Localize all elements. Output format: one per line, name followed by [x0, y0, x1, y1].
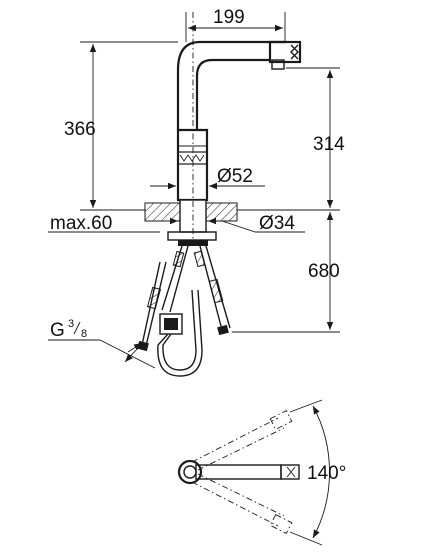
fitting-right [208, 278, 224, 304]
spray-head-buttons [290, 44, 299, 60]
dimension-total-height [80, 41, 178, 211]
lever-ring-knurl [179, 154, 205, 162]
diameter-hole-label: Ø34 [259, 213, 295, 234]
diameter-body-label: Ø52 [217, 166, 253, 187]
height-outlet-label: 314 [313, 134, 345, 155]
spout-inner-edge [195, 58, 270, 130]
hose-weight-inner [164, 318, 178, 330]
spout-top-center [195, 464, 282, 480]
swivel-angle-label: 140° [307, 463, 346, 484]
thread-callout [48, 339, 156, 369]
width-spout-label: 199 [213, 7, 245, 28]
dimension-outlet-height [237, 67, 340, 211]
thread-numerator: 3 [68, 318, 74, 330]
pullout-hose-loop [162, 289, 197, 371]
spray-head-top-mark [286, 466, 296, 478]
fitting-mid [193, 250, 206, 268]
fitting-mid-left [172, 250, 185, 268]
base-disc [177, 459, 203, 485]
spout-outer-edge [176, 40, 285, 130]
dimension-hose-length [232, 212, 340, 333]
base-disc-inner [183, 465, 197, 479]
max-thickness-label: max.60 [50, 213, 112, 234]
spray-head [268, 40, 302, 64]
lever-ring [177, 151, 208, 165]
dimension-hole-diameter [160, 217, 305, 233]
hose-end-right [217, 324, 229, 336]
spray-outlet [271, 59, 285, 70]
faucet-top-view [177, 399, 330, 546]
fixing-nut [178, 240, 208, 246]
dimension-spout-width [185, 12, 286, 42]
hose-left [161, 245, 189, 313]
height-total-label: 366 [64, 119, 96, 140]
spray-head-top [280, 464, 300, 480]
fitting-left [146, 286, 162, 310]
thread-main-label: G [50, 320, 65, 341]
spout-swing-up [191, 409, 293, 471]
hose-length-label: 680 [308, 261, 340, 282]
faucet-side-view [137, 12, 302, 377]
thread-fraction-slash [73, 321, 81, 335]
swivel-angle-arc [312, 405, 330, 539]
thread-denominator: 8 [81, 328, 87, 340]
pullout-hose-loop-outer [157, 289, 203, 377]
fixing-plate [167, 231, 217, 241]
spout-swing-down [191, 473, 293, 535]
faucet-body [176, 128, 209, 202]
